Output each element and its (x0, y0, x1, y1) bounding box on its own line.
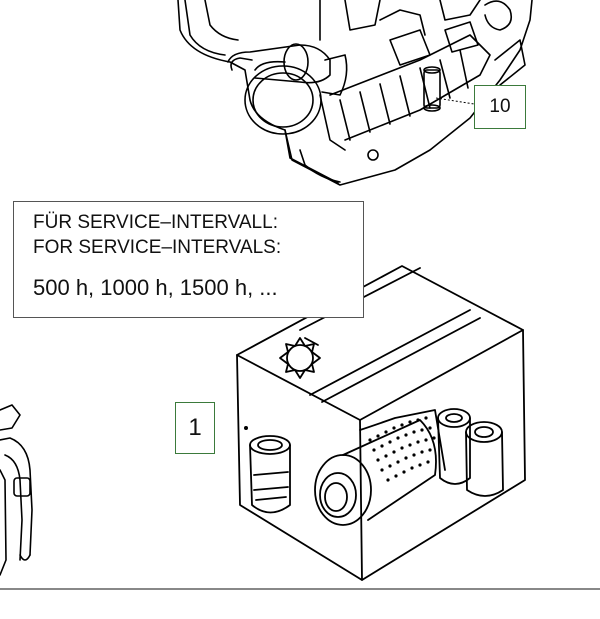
service-interval-note: FÜR SERVICE–INTERVALL: FOR SERVICE–INTER… (13, 201, 364, 318)
bottom-divider (0, 588, 600, 590)
service-interval-values: 500 h, 1000 h, 1500 h, ... (33, 275, 278, 300)
hose-illustration (0, 404, 33, 576)
service-interval-label-de: FÜR SERVICE–INTERVALL: (33, 212, 278, 233)
leader-dot-1 (244, 426, 248, 430)
oil-filter-icon (249, 435, 291, 514)
engine-illustration (177, 0, 533, 186)
air-filter-icon (314, 409, 446, 526)
fuel-filter-icon (437, 408, 504, 497)
filter-perforation (368, 416, 436, 482)
part-callout-1: 1 (175, 402, 215, 454)
part-callout-10: 10 (474, 85, 526, 129)
service-kit-illustration (236, 265, 526, 581)
leader-line-10 (435, 97, 475, 105)
brand-logo-icon (279, 337, 321, 379)
service-interval-label-en: FOR SERVICE–INTERVALS: (33, 237, 282, 258)
